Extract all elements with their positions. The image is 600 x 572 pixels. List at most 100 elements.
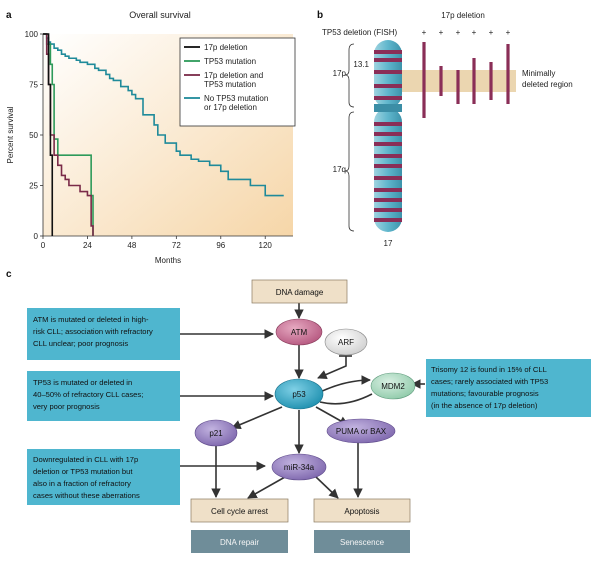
- mir34a-node: [271, 453, 327, 481]
- arrow-p53-p21: [231, 406, 283, 430]
- chromosome-q-arm: [374, 108, 402, 232]
- region-label-line-1: Minimally: [522, 69, 555, 78]
- inhibit-mdm2-p53: [319, 393, 373, 405]
- chromosome-band: [374, 58, 402, 62]
- arrow-mir-arrest: [247, 476, 286, 499]
- y-tick-label: 100: [25, 30, 39, 39]
- fish-marker: +: [439, 28, 444, 37]
- deletion-bars: [422, 42, 510, 118]
- trisomy-note-box: [426, 359, 591, 417]
- panel-b: b 17p deletion TP53 deletion (FISH) ++++…: [317, 10, 573, 248]
- panel-c-letter: c: [6, 269, 12, 280]
- chromosome-band: [374, 84, 402, 88]
- p21-label: p21: [209, 429, 223, 438]
- chromosome-band: [374, 50, 402, 54]
- apoptosis-label: Apoptosis: [344, 507, 379, 516]
- chromosome-number: 17: [384, 239, 393, 248]
- p53-label: p53: [292, 390, 306, 399]
- chromosome-band: [374, 154, 402, 158]
- apoptosis-box: [313, 498, 411, 523]
- atm-note-box: [27, 308, 180, 360]
- atm-note-line-2: risk CLL; association with refractory: [33, 327, 153, 336]
- legend-label-3: 17p deletion and: [204, 71, 263, 80]
- arm-p-label: 17p: [333, 69, 347, 78]
- p53-node: [274, 378, 324, 410]
- puma-bax-label: PUMA or BAX: [336, 427, 387, 436]
- tp53-note-line-1: TP53 is mutated or deleted in: [33, 378, 132, 387]
- deletion-header: 17p deletion: [441, 11, 485, 20]
- y-tick-label: 50: [29, 131, 38, 140]
- mir-note-line-3: also in a fraction of refractory: [33, 479, 131, 488]
- x-tick-label: 0: [41, 241, 46, 250]
- x-tick-label: 96: [216, 241, 225, 250]
- senescence-label: Senescence: [340, 538, 385, 547]
- dna-repair-label: DNA repair: [220, 538, 259, 547]
- legend-label-4: or 17p deletion: [204, 103, 257, 112]
- panel-b-letter: b: [317, 10, 323, 21]
- atm-note-line-3: CLL unclear; poor prognosis: [33, 339, 128, 348]
- panel-a: a Overall survival Percent survival Mont…: [6, 10, 296, 265]
- tp53-note-line-3: very poor prognosis: [33, 402, 100, 411]
- trisomy-note-line-3: mutations; favourable prognosis: [431, 389, 539, 398]
- arrow-p53-mdm2: [317, 375, 371, 394]
- mdm2-node: [370, 372, 416, 400]
- fish-marker: +: [489, 28, 494, 37]
- mir-note-line-4: cases without these aberrations: [33, 491, 140, 500]
- q-arm-bracket: [344, 111, 355, 232]
- trisomy-note-line-2: cases; rarely associated with TP53: [431, 377, 548, 386]
- chromosome-bands: [374, 50, 402, 222]
- arrow-mir-apoptosis: [315, 476, 339, 499]
- centromere: [374, 104, 402, 112]
- cell-cycle-arrest-label: Cell cycle arrest: [211, 507, 269, 516]
- fish-markers: ++++++: [422, 28, 511, 37]
- atm-note-line-1: ATM is mutated or deleted in high-: [33, 315, 149, 324]
- chromosome-band: [374, 70, 402, 74]
- fish-marker: +: [472, 28, 477, 37]
- chromosome-band: [374, 188, 402, 192]
- senescence-box: [314, 530, 410, 553]
- p-arm-bracket: [344, 43, 355, 108]
- pathway-arrows: [180, 303, 425, 499]
- p21-node: [194, 419, 238, 447]
- mdm2-label: MDM2: [381, 382, 405, 391]
- region-label-line-2: deleted region: [522, 80, 573, 89]
- fish-marker: +: [506, 28, 511, 37]
- y-tick-label: 25: [29, 182, 38, 191]
- dna-repair-box: [191, 530, 288, 553]
- legend-label-1: 17p deletion: [204, 43, 248, 52]
- chromosome-band: [374, 164, 402, 168]
- panel-a-letter: a: [6, 10, 12, 21]
- legend-label-3: TP53 mutation: [204, 80, 256, 89]
- chromosome-band: [374, 218, 402, 222]
- legend-label-2: TP53 mutation: [204, 57, 256, 66]
- band-label: 13.1: [353, 60, 369, 69]
- chromosome-band: [374, 176, 402, 180]
- x-tick-label: 24: [83, 241, 92, 250]
- cell-cycle-arrest-box: [190, 498, 289, 523]
- y-tick-label: 0: [34, 232, 39, 241]
- y-tick-label: 75: [29, 81, 38, 90]
- atm-label: ATM: [291, 328, 308, 337]
- survival-curves: [43, 33, 284, 236]
- arf-label: ARF: [338, 338, 354, 347]
- x-tick-label: 48: [127, 241, 136, 250]
- mir-note-line-1: Downregulated in CLL with 17p: [33, 455, 138, 464]
- arm-q-label: 17q: [333, 165, 346, 174]
- mir-note-line-2: deletion or TP53 mutation but: [33, 467, 133, 476]
- fish-marker: +: [456, 28, 461, 37]
- trisomy-note-line-4: (in the absence of 17p deletion): [431, 401, 538, 410]
- trisomy-note-line-1: Trisomy 12 is found in 15% of CLL: [431, 365, 547, 374]
- legend-label-4: No TP53 mutation: [204, 94, 268, 103]
- legend-box: [179, 37, 296, 127]
- x-tick-label: 72: [172, 241, 181, 250]
- mir-note-box: [27, 449, 180, 505]
- y-axis-label: Percent survival: [6, 106, 15, 163]
- chromosome-band: [374, 132, 402, 136]
- chromosome-band: [374, 208, 402, 212]
- x-axis-label: Months: [155, 256, 181, 265]
- chromosome-band: [374, 96, 402, 100]
- panel-c: c DNA damage Cell cycle arrest Apo: [6, 269, 591, 553]
